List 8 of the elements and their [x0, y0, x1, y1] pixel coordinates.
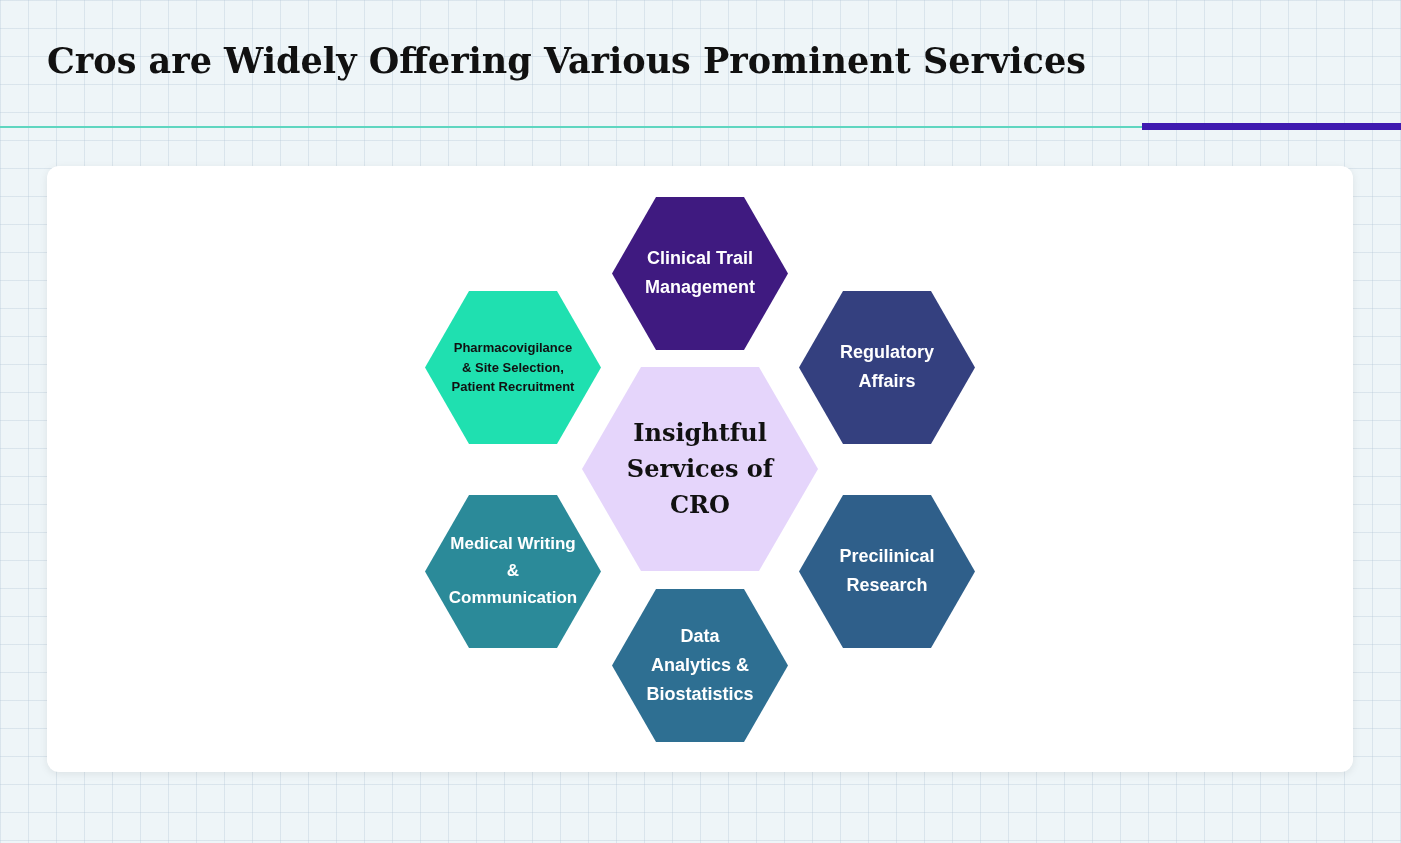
hexagon-label: Precilinical Research — [838, 545, 936, 597]
hexagon-label: Insightful Services of CRO — [625, 417, 776, 521]
hexagon-label: Medical Writing & Communication — [447, 533, 579, 610]
hexagon-label: Data Analytics & Biostatistics — [645, 624, 755, 706]
hexagon-label: Regulatory Affairs — [839, 341, 935, 393]
hexagon-label: Clinical Trail Management — [644, 247, 756, 299]
title: Cros are Widely Offering Various Prominent Services — [47, 40, 1086, 81]
hexagon-label: Pharmacovigilance & Site Selection, Patient Recruitment — [450, 338, 576, 396]
